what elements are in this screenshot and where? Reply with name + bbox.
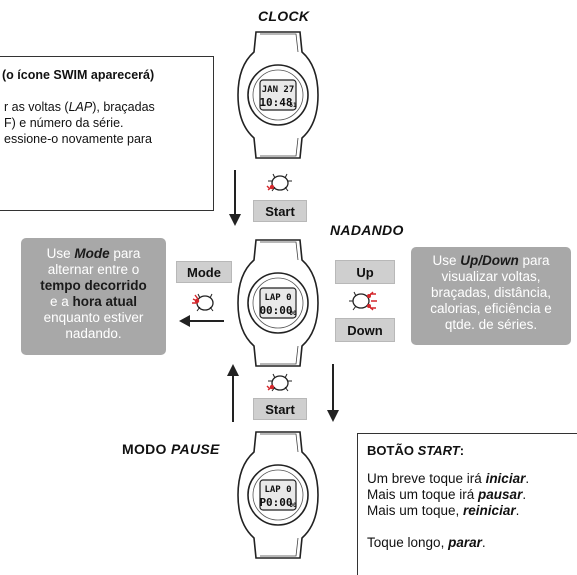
press-updown-icon bbox=[349, 291, 377, 311]
swim-info-text: r as voltas (LAP), braçadas F) e número … bbox=[4, 100, 155, 146]
watch-pause-line2: P0:00 bbox=[259, 496, 292, 509]
swim-info-box: (o ícone SWIM aparecerá) r as voltas (LA… bbox=[0, 56, 214, 211]
press-start-icon-bottom bbox=[266, 373, 292, 392]
press-start-icon-top bbox=[266, 173, 292, 192]
start-info-lines: Um breve toque irá iniciar. Mais um toqu… bbox=[367, 471, 530, 550]
start-button-bottom[interactable]: Start bbox=[253, 398, 307, 420]
arrow-down-2 bbox=[327, 364, 339, 422]
arrow-down-1 bbox=[229, 170, 241, 226]
start-info-title: BOTÃO START: bbox=[367, 443, 465, 458]
watch-nadando-line2: 00:00 bbox=[259, 304, 292, 317]
watch-clock-line2: 10:48 bbox=[259, 96, 292, 109]
state-title-pause: MODO PAUSE bbox=[122, 441, 220, 457]
state-title-clock: CLOCK bbox=[258, 8, 310, 24]
arrow-left bbox=[179, 315, 224, 327]
arrow-up bbox=[227, 364, 239, 422]
watch-pause: LAP 0 P0:00 00 bbox=[237, 431, 319, 559]
start-button-top[interactable]: Start bbox=[253, 200, 307, 222]
watch-clock-line1: JAN 27 bbox=[262, 85, 295, 95]
watch-pause-line1: LAP 0 bbox=[264, 485, 291, 495]
press-mode-icon bbox=[192, 293, 214, 312]
mode-note: Use Mode para alternar entre o tempo dec… bbox=[21, 238, 166, 355]
watch-nadando-line1: LAP 0 bbox=[264, 293, 291, 303]
updown-note: Use Up/Down para visualizar voltas, braç… bbox=[411, 247, 571, 345]
up-button[interactable]: Up bbox=[335, 260, 395, 284]
watch-pause-seconds: 00 bbox=[289, 502, 297, 509]
swim-info-heading: (o ícone SWIM aparecerá) bbox=[2, 68, 155, 82]
state-title-nadando: NADANDO bbox=[330, 222, 404, 238]
watch-clock: JAN 27 10:48 51 bbox=[237, 31, 319, 159]
watch-clock-seconds: 51 bbox=[289, 102, 297, 109]
watch-nadando-seconds: 00 bbox=[289, 310, 297, 317]
start-info-box: BOTÃO START: Um breve toque irá iniciar.… bbox=[357, 433, 577, 575]
down-button[interactable]: Down bbox=[335, 318, 395, 342]
watch-nadando: LAP 0 00:00 00 bbox=[237, 239, 319, 367]
mode-button[interactable]: Mode bbox=[176, 261, 232, 283]
